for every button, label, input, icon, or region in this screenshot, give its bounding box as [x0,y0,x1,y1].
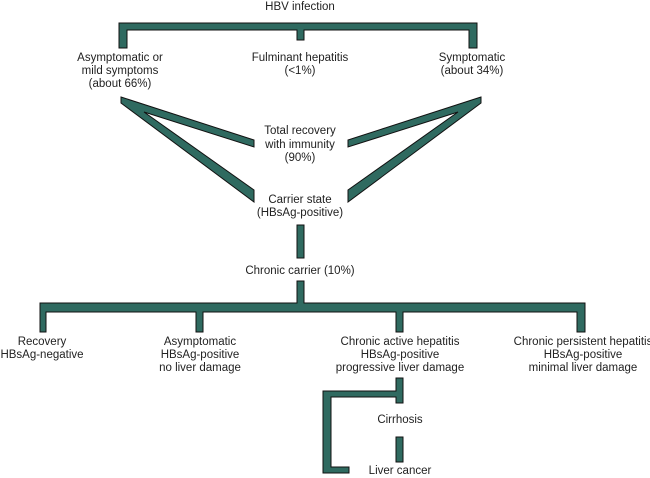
node-hbv-infection: HBV infection [265,1,335,13]
node-label: (about 34%) [441,65,504,77]
node-label: Asymptomatic [164,336,236,348]
node-carrier-state: Carrier state (HBsAg-positive) [257,194,343,219]
node-label: HBV infection [265,1,335,13]
node-recovery-negative: Recovery HBsAg-negative [0,336,83,361]
node-label: Chronic carrier (10%) [245,265,354,277]
connector-left-v [120,96,255,203]
node-cirrhosis: Cirrhosis [377,414,423,426]
node-chronic-carrier: Chronic carrier (10%) [245,265,354,277]
node-label: HBsAg-positive [361,349,440,361]
node-liver-cancer: Liver cancer [369,465,432,477]
node-label: (<1%) [285,65,316,77]
connector-chronic-bracket [39,280,586,333]
node-chronic-active-hepatitis: Chronic active hepatitis HBsAg-positive … [336,336,464,374]
node-fulminant-hepatitis: Fulminant hepatitis (<1%) [252,52,349,77]
node-label: Chronic active hepatitis [341,336,460,348]
connector-cirrhosis-loop [322,377,404,474]
node-label: minimal liver damage [529,362,638,374]
node-label: (HBsAg-positive) [257,207,343,219]
node-label: Liver cancer [369,465,432,477]
node-label: Recovery [18,336,67,348]
node-label: mild symptoms [82,65,159,77]
node-label: HBsAg-positive [544,349,623,361]
node-asymptomatic-positive: Asymptomatic HBsAg-positive no liver dam… [159,336,241,374]
node-asymptomatic-mild: Asymptomatic or mild symptoms (about 66%… [77,52,163,90]
node-chronic-persistent-hepatitis: Chronic persistent hepatitis HBsAg-posit… [514,336,650,374]
node-label: HBsAg-positive [161,349,240,361]
node-label: Symptomatic [439,52,506,64]
node-label: (about 66%) [89,78,152,90]
node-label: no liver damage [159,362,241,374]
node-label: with immunity [264,139,335,151]
node-label: progressive liver damage [336,362,464,374]
node-label: (90%) [285,152,316,164]
connector-right-v [347,96,482,203]
node-total-recovery: Total recovery with immunity (90%) [264,125,336,164]
node-label: Chronic persistent hepatitis [514,336,650,348]
connector-cirrhosis-to-cancer [395,436,404,463]
node-label: Asymptomatic or [77,52,163,64]
node-label: Fulminant hepatitis [252,52,349,64]
node-label: Carrier state [268,194,331,206]
node-symptomatic: Symptomatic (about 34%) [439,52,506,77]
node-label: Total recovery [264,125,336,137]
node-label: HBsAg-negative [0,349,83,361]
connector-root-bracket [118,22,478,49]
connector-carrier-to-chronic [296,224,305,259]
node-label: Cirrhosis [377,414,423,426]
